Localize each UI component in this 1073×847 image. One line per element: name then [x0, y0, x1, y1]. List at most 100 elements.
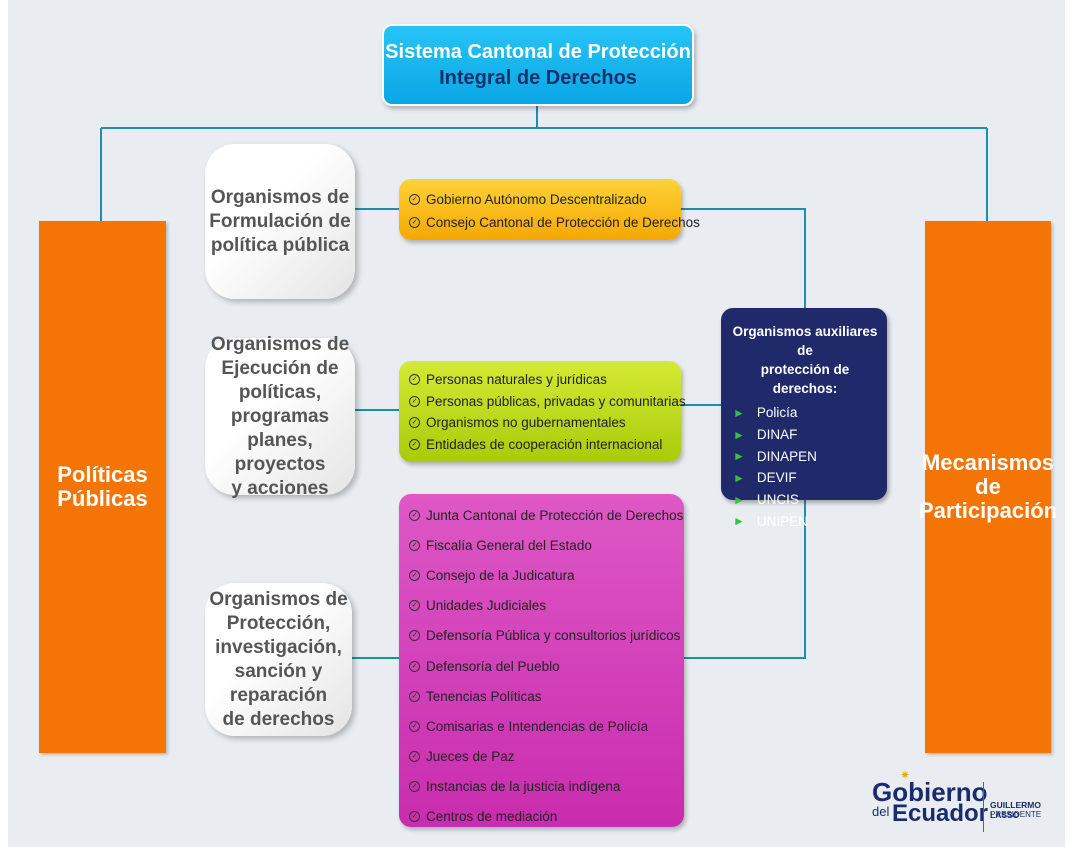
check-circle-icon: ✓	[409, 720, 420, 732]
list-item: ✓ Junta Cantonal de Protección de Derecho…	[409, 500, 683, 530]
execution-label-line: Organismos de	[210, 333, 350, 355]
list-item-text: Organismos no gubernamentales	[426, 415, 626, 431]
list-item-text: Tenencias Políticas	[426, 688, 542, 704]
protection-label-line: Organismos de	[209, 588, 348, 610]
list-item-text: Defensoría del Pueblo	[426, 658, 560, 674]
list-item-text: Junta Cantonal de Protección de Derechos	[426, 507, 684, 523]
execution-label-line: políticas, programas	[230, 381, 330, 427]
check-circle-icon: ✓	[409, 569, 420, 581]
logo-word-ecuador: Ecuador	[892, 800, 989, 827]
check-circle-icon: ✓	[409, 374, 420, 386]
protection-label-line: de derechos	[222, 708, 335, 730]
list-item: ✓Entidades de cooperación internacional	[409, 434, 671, 456]
auxiliary-item: ►DINAF	[731, 424, 879, 446]
auxiliary-item: ► DEVIF	[731, 467, 879, 489]
logo-word-gobierno: Gobierno	[872, 777, 988, 807]
formulation-label-line: política pública	[210, 234, 350, 256]
formulation-label-line: Organismos de	[210, 186, 350, 208]
list-item-text: Jueces de Paz	[426, 749, 515, 765]
government-logo: ✷ Gobierno del Ecuador GUILLERMO LASSO P…	[870, 768, 1060, 838]
public-policies-column: Políticas Públicas	[39, 221, 166, 753]
check-circle-icon: ✓	[409, 600, 420, 612]
connector-yellow-navy	[681, 208, 806, 308]
green-triangle-icon: ►	[733, 405, 745, 420]
system-title-box: Sistema Cantonal de Protección Integral …	[382, 24, 694, 106]
protection-list: ✓ Junta Cantonal de Protección de Derecho…	[399, 494, 684, 827]
check-circle-icon: ✓	[409, 438, 420, 450]
auxiliary-item-text: DINAPEN	[756, 448, 817, 464]
formulation-organisms-box: Organismos de Formulación de política pú…	[205, 144, 355, 299]
check-circle-icon: ✓	[409, 217, 420, 228]
formulation-label-line: Formulación de	[209, 210, 351, 232]
green-triangle-icon: ►	[733, 514, 745, 529]
system-title-line1: Sistema Cantonal de Protección	[385, 41, 691, 63]
list-item: ✓ Tenencias Políticas	[409, 681, 674, 711]
list-item: ✓ Defensoría Pública y consultorios juríd…	[409, 621, 680, 651]
participation-mechanisms-column: Mecanismos de Participación	[919, 221, 1057, 753]
protection-label-line: sanción y reparación	[229, 660, 328, 706]
auxiliary-item-text: UNIPEN	[756, 513, 808, 529]
auxiliary-item: ► UNCIS	[731, 489, 879, 511]
check-circle-icon: ✓	[409, 690, 420, 702]
execution-organisms-box: Organismos de Ejecución de políticas, pr…	[205, 334, 355, 499]
list-item: ✓Fiscalía General del Estado	[409, 530, 674, 560]
list-item: ✓Gobierno Autónomo Descentralizado	[409, 188, 671, 211]
list-item: ✓ Comisarias e Intendencias de Policía	[409, 711, 674, 741]
check-circle-icon: ✓	[409, 417, 420, 429]
protection-label-line: Protección,	[226, 612, 331, 634]
auxiliary-organisms-box: Organismos auxiliares de protección de d…	[721, 308, 887, 529]
auxiliary-heading-line1: Organismos auxiliares de	[732, 324, 878, 358]
list-item-text: Personas naturales y jurídicas	[426, 372, 607, 388]
list-item-text: Instancias de la justicia indígena	[426, 779, 621, 795]
green-triangle-icon: ►	[733, 449, 745, 464]
check-circle-icon: ✓	[409, 395, 420, 407]
list-item-text: Centros de mediación	[426, 809, 558, 825]
logo-president-name: GUILLERMO LASSO	[990, 800, 1041, 820]
list-item-text: Gobierno Autónomo Descentralizado	[426, 192, 647, 207]
check-circle-icon: ✓	[409, 781, 420, 793]
list-item-text: Personas públicas, privadas y comunitari…	[426, 393, 686, 409]
list-item-text: Fiscalía General del Estado	[426, 537, 592, 553]
logo-president-role: PRESIDENTE	[990, 810, 1042, 819]
list-item: ✓ Personas naturales y jurídicas	[409, 369, 671, 391]
auxiliary-item-text: DEVIF	[756, 470, 797, 486]
list-item-text: Comisarias e Intendencias de Policía	[426, 718, 649, 734]
list-item-text: Consejo de la Judicatura	[426, 567, 575, 583]
public-policies-line1: Políticas	[57, 462, 148, 487]
execution-label-line: Ejecución de	[221, 357, 339, 379]
execution-label-line: planes, proyectos	[234, 429, 326, 475]
list-item-text: Consejo Cantonal de Protección de Derech…	[426, 215, 700, 230]
list-item: ✓ Personas públicas, privadas y comunitar…	[409, 391, 686, 413]
protection-label-line: investigación,	[215, 636, 342, 658]
list-item-text: Defensoría Pública y consultorios jurídi…	[426, 628, 681, 644]
list-item: ✓ Instancias de la justicia indígena	[409, 772, 674, 802]
execution-label-line: y acciones	[231, 477, 329, 499]
protection-organisms-box: Organismos de Protección, investigación,…	[205, 583, 352, 736]
auxiliary-heading-line2: protección de derechos:	[760, 362, 850, 396]
green-triangle-icon: ►	[733, 470, 745, 485]
public-policies-line2: Públicas	[57, 486, 148, 511]
check-circle-icon: ✓	[409, 660, 420, 672]
list-item: ✓ Consejo Cantonal de Protección de Derec…	[409, 211, 700, 234]
check-circle-icon: ✓	[409, 751, 420, 763]
check-circle-icon: ✓	[409, 811, 420, 823]
list-item: ✓ Organismos no gubernamentales	[409, 412, 671, 434]
auxiliary-item-text: UNCIS	[756, 492, 799, 508]
list-item: ✓ Consejo de la Judicatura	[409, 560, 674, 590]
participation-line2: de	[975, 474, 1001, 499]
check-circle-icon: ✓	[409, 630, 420, 642]
auxiliary-item-text: Policía	[756, 405, 798, 421]
list-item: ✓ Defensoría del Pueblo	[409, 651, 674, 681]
green-triangle-icon: ►	[733, 427, 745, 442]
connector-navy-magenta	[684, 500, 806, 659]
formulation-list: ✓Gobierno Autónomo Descentralizado ✓ Cons…	[399, 179, 700, 240]
list-item-text: Unidades Judiciales	[426, 598, 547, 614]
check-circle-icon: ✓	[409, 509, 420, 521]
execution-list: ✓ Personas naturales y jurídicas ✓ Persona…	[399, 361, 686, 462]
green-triangle-icon: ►	[733, 492, 745, 507]
list-item: ✓ Unidades Judiciales	[409, 591, 674, 621]
participation-line3: Participación	[918, 498, 1058, 523]
logo-sun-icon: ✷	[900, 768, 911, 782]
logo-divider	[983, 782, 984, 832]
